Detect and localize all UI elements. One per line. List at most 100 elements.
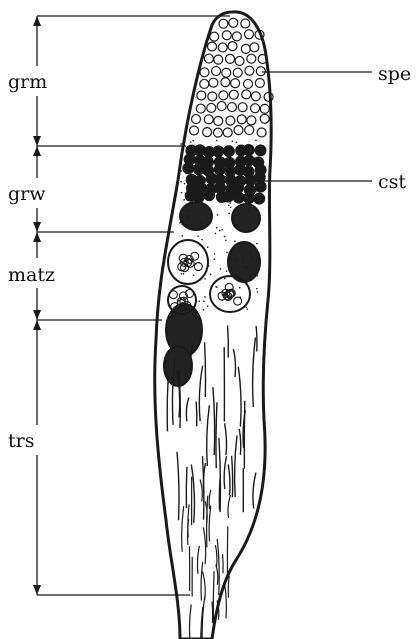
cyst-cell	[223, 191, 234, 202]
trophic-strand	[201, 562, 203, 601]
cyst-cell	[243, 145, 254, 156]
trophic-strand	[244, 401, 245, 469]
stipple-dot	[240, 296, 242, 298]
stipple-dot	[250, 252, 252, 254]
stipple-dot	[199, 181, 201, 183]
germ-cell	[213, 128, 222, 137]
zone-label-grm: grm	[8, 71, 47, 93]
stipple-dot	[255, 191, 257, 193]
stipple-dot	[210, 155, 212, 157]
stipple-dot	[187, 215, 189, 217]
germ-cell	[208, 42, 217, 51]
stipple-dot	[224, 236, 226, 238]
cyst-cell	[213, 146, 224, 157]
trophic-strand	[207, 405, 210, 466]
germ-cell	[247, 116, 256, 125]
cyst-cell	[193, 192, 204, 203]
germ-cell	[245, 126, 254, 135]
stipple-dot	[186, 164, 188, 166]
stipple-dot	[230, 207, 232, 209]
trophic-strand	[177, 452, 179, 520]
trophic-strand	[213, 571, 214, 626]
stipple-dot	[203, 309, 205, 311]
germ-cell	[232, 32, 241, 41]
trophic-strand	[239, 429, 241, 455]
stipple-dot	[216, 182, 218, 184]
trophic-strand	[225, 423, 227, 455]
germ-cell	[197, 91, 206, 100]
follicle-cell	[234, 297, 242, 305]
stipple-dot	[246, 266, 248, 268]
stipple-dot	[179, 306, 181, 308]
stipple-dot	[226, 252, 228, 254]
stipple-dot	[244, 244, 246, 246]
trophic-strand	[215, 545, 216, 567]
stipple-dot	[249, 210, 251, 212]
stipple-dot	[234, 259, 236, 261]
trophic-strand	[203, 572, 206, 601]
callout-label-cst: cst	[378, 171, 406, 193]
germ-cell	[231, 79, 240, 88]
germ-cell	[223, 128, 232, 137]
cyst-cell	[243, 192, 254, 203]
stipple-dot	[228, 150, 230, 152]
stipple-dot	[207, 305, 209, 307]
cyst-cell	[204, 190, 215, 201]
stipple-dot	[221, 300, 223, 302]
stipple-dot	[224, 189, 226, 191]
stipple-dot	[195, 263, 197, 265]
stipple-dot	[184, 183, 186, 185]
stipple-dot	[253, 244, 255, 246]
germ-cell	[196, 104, 205, 113]
germ-cell	[237, 115, 246, 124]
stipple-dot	[256, 243, 258, 245]
stipple-dot	[225, 295, 227, 297]
trophic-strand	[253, 337, 256, 407]
stipple-dot	[252, 257, 254, 259]
stipple-dot	[216, 166, 218, 168]
cyst-cell	[255, 181, 266, 192]
stipple-dot	[183, 273, 185, 275]
stipple-dot	[256, 275, 258, 277]
stipple-dot	[234, 169, 236, 171]
zone-label-grw: grw	[8, 183, 46, 205]
stipple-dot	[198, 169, 200, 171]
stipple-dot	[229, 181, 231, 183]
trophic-strand	[224, 456, 226, 489]
stipple-dot	[234, 240, 236, 242]
stipple-dot	[181, 170, 183, 172]
germ-cell	[214, 55, 223, 64]
stipple-dot	[221, 229, 223, 231]
cyst-cell	[233, 192, 244, 203]
stipple-dot	[199, 167, 201, 169]
stipple-dot	[208, 265, 210, 267]
stipple-dot	[239, 287, 241, 289]
trophic-strand	[253, 473, 256, 509]
germ-cell	[251, 92, 260, 101]
germ-cell	[233, 68, 242, 77]
stipple-dot	[198, 262, 200, 264]
stipple-dot	[232, 141, 234, 143]
trophic-strand	[233, 349, 235, 377]
stipple-dot	[246, 155, 248, 157]
stipple-dot	[204, 193, 206, 195]
germ-cell	[217, 102, 226, 111]
trophic-strand	[196, 402, 197, 427]
trophic-strand	[190, 604, 192, 639]
germ-cell	[200, 68, 209, 77]
stipple-dot	[186, 199, 188, 201]
stipple-dot	[229, 156, 231, 158]
germ-cell	[250, 43, 259, 52]
trophic-strand	[205, 342, 206, 397]
germ-cell	[222, 31, 231, 40]
stipple-dot	[197, 235, 199, 237]
callout-label-spe: spe	[378, 63, 411, 85]
trophic-strand	[213, 387, 215, 455]
stipple-dot	[199, 228, 201, 230]
germ-cell	[192, 115, 201, 124]
trophic-strand	[216, 402, 217, 468]
germ-cell	[241, 44, 250, 53]
germ-cell	[229, 90, 238, 99]
trophic-strand	[235, 435, 237, 496]
